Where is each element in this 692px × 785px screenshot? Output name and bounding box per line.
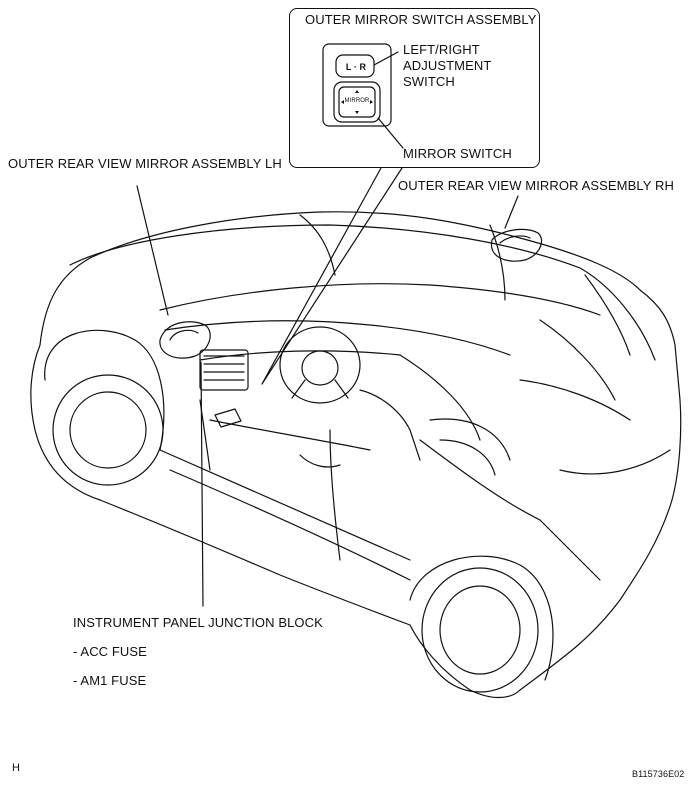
switch-lr-label: L · R [345, 62, 367, 72]
leader-left-right [373, 51, 399, 66]
label-acc-fuse: - ACC FUSE [73, 644, 147, 659]
corner-letter: H [12, 762, 21, 774]
mirror-switch-graphic [322, 43, 392, 127]
label-left-right-3: SWITCH [403, 74, 455, 89]
label-mirror-switch: MIRROR SWITCH [403, 146, 512, 161]
label-left-right-1: LEFT/RIGHT [403, 42, 480, 57]
car-body [30, 211, 682, 699]
switch-assembly-inset [289, 8, 540, 168]
switch-mirror-label: MIRROR [344, 98, 370, 104]
label-junction-block: INSTRUMENT PANEL JUNCTION BLOCK [73, 615, 323, 630]
leader-mirror-rh [504, 195, 519, 229]
inset-pointer [261, 167, 403, 385]
leader-mirror-switch [377, 117, 404, 149]
label-left-right-2: ADJUSTMENT [403, 58, 492, 73]
label-am1-fuse: - AM1 FUSE [73, 673, 147, 688]
leader-mirror-lh [136, 185, 169, 316]
figure-code: B115736E02 [632, 769, 685, 779]
title-outer-mirror-switch-assembly: OUTER MIRROR SWITCH ASSEMBLY [305, 12, 537, 27]
label-mirror-rh: OUTER REAR VIEW MIRROR ASSEMBLY RH [398, 178, 674, 193]
label-mirror-lh: OUTER REAR VIEW MIRROR ASSEMBLY LH [8, 156, 282, 171]
